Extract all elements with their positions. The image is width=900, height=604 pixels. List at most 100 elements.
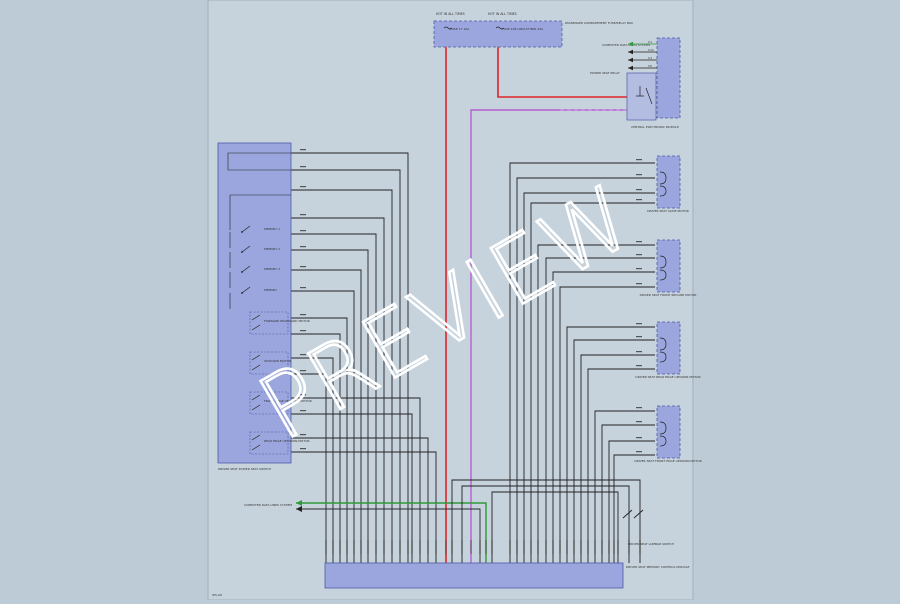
right-bundle-wire bbox=[608, 440, 655, 563]
bottom-pin-mark bbox=[509, 540, 511, 554]
memory-switch-blade bbox=[241, 286, 251, 294]
bottom-pin-mark bbox=[435, 540, 437, 554]
wire-tick bbox=[636, 174, 642, 176]
bottom-pin-mark bbox=[639, 540, 641, 554]
bottom-pin-mark bbox=[346, 540, 348, 554]
right-bundle-wire bbox=[580, 354, 655, 563]
wire-tick bbox=[636, 437, 642, 439]
bottom-pin-mark bbox=[485, 540, 487, 554]
wire-tick bbox=[300, 166, 306, 168]
wire-tick bbox=[636, 451, 642, 453]
switch-common-wire bbox=[229, 194, 291, 230]
wire-tick bbox=[636, 189, 642, 191]
bottom-pin-mark bbox=[445, 540, 447, 554]
wire-tick bbox=[300, 314, 306, 316]
right-bundle-wire bbox=[509, 162, 655, 563]
bottom-pin-mark bbox=[407, 540, 409, 554]
bottom-pin-mark bbox=[375, 540, 377, 554]
motor-switch-group-label: FRONT EDGE UP/DOWN MOTOR bbox=[264, 399, 312, 403]
lumbar-wire-3 bbox=[491, 491, 619, 563]
bottom-pin-mark bbox=[325, 540, 327, 554]
motor-switch-group-label: FORWARD REARWARD MOTOR bbox=[264, 319, 310, 323]
memory-switch-blade bbox=[241, 225, 251, 233]
bottom-pin-mark bbox=[587, 540, 589, 554]
cem-pin-label: C3 bbox=[648, 56, 652, 60]
bottom-pin-mark bbox=[530, 540, 532, 554]
left-bundle-wire bbox=[291, 233, 377, 563]
group-switch-blade bbox=[251, 324, 261, 331]
motor-switch-group bbox=[249, 351, 289, 375]
bottom-pin-mark bbox=[332, 540, 334, 554]
right-bundle-wire bbox=[559, 286, 655, 563]
right-bundle-wire bbox=[601, 424, 655, 563]
memory-switch-contact bbox=[241, 231, 243, 233]
fuse-symbol-2 bbox=[495, 26, 505, 30]
power-seat-relay bbox=[626, 72, 657, 121]
fuse-box-hot-label-1: HOT IN ALL TIMES bbox=[436, 12, 465, 16]
left-bundle-wire bbox=[291, 290, 355, 563]
motor-winding bbox=[659, 185, 667, 197]
left-bundle-wire bbox=[291, 169, 401, 563]
group-switch-blade bbox=[251, 354, 261, 361]
motor-winding bbox=[659, 351, 667, 363]
memory-switch-blade bbox=[241, 245, 251, 253]
motor-switch-group-label: UP/DOWN MOTOR bbox=[264, 359, 291, 363]
memory-switch-label: MEMORY bbox=[264, 288, 277, 292]
relay-coil bbox=[636, 86, 653, 105]
wire-tick bbox=[636, 323, 642, 325]
fuse-symbol-1 bbox=[443, 26, 453, 30]
bottom-pin-mark bbox=[573, 540, 575, 554]
bottom-pin-mark bbox=[353, 540, 355, 554]
black-wire-bundle bbox=[291, 152, 655, 563]
right-bundle-wire bbox=[530, 202, 655, 563]
memory-module-pins bbox=[325, 540, 641, 554]
lumbar-switch-blade bbox=[622, 509, 633, 519]
motor-switch-group bbox=[249, 311, 289, 335]
fuse-box-hot-label-2: HOT IN ALL TIMES bbox=[488, 12, 517, 16]
memory-switch-contact bbox=[241, 251, 243, 253]
bottom-pin-mark bbox=[566, 540, 568, 554]
group-switch-blade bbox=[251, 364, 261, 371]
cem-pin-arrow bbox=[628, 49, 633, 55]
bottom-pin-mark bbox=[451, 540, 453, 554]
seat-motor bbox=[656, 239, 681, 293]
bottom-pin-mark bbox=[491, 540, 493, 554]
wire-tick bbox=[300, 448, 306, 450]
seat-motor-label: DRIVER SEAT REAR EDGE UPDOWN MOTOR bbox=[635, 375, 700, 379]
motor-winding bbox=[659, 435, 667, 447]
motor-switch-group bbox=[249, 391, 289, 415]
data-wire-arrow-2 bbox=[296, 506, 302, 512]
cem-pin-arrow bbox=[628, 57, 633, 63]
wire-tick bbox=[636, 421, 642, 423]
bottom-pin-mark bbox=[628, 540, 630, 554]
seat-motor bbox=[656, 321, 681, 375]
data-wire-arrow-1 bbox=[296, 500, 302, 506]
bottom-pin-mark bbox=[367, 540, 369, 554]
bottom-pin-mark bbox=[383, 540, 385, 554]
wire-tick bbox=[636, 351, 642, 353]
fuse-box-name: PASSENGER COMPARTMENT FUSE/RELAY BOX bbox=[565, 21, 633, 25]
cem-pin-arrow bbox=[628, 65, 633, 71]
wire-tick bbox=[636, 407, 642, 409]
right-bundle-wire bbox=[594, 410, 655, 563]
seat-motor-label: DRIVER SEAT SLIDE MOTOR bbox=[647, 209, 689, 213]
wire-tick bbox=[300, 370, 306, 372]
motor-winding bbox=[659, 269, 667, 281]
wire-tick bbox=[636, 283, 642, 285]
wire-tick bbox=[636, 268, 642, 270]
bottom-pin-mark bbox=[479, 540, 481, 554]
memory-switch-blade bbox=[241, 265, 251, 273]
red-power-wire-2 bbox=[497, 46, 627, 98]
fuse-box bbox=[433, 20, 563, 48]
bottom-pin-mark bbox=[461, 540, 463, 554]
group-switch-blade bbox=[251, 314, 261, 321]
wire-tick bbox=[636, 159, 642, 161]
wire-tick bbox=[300, 186, 306, 188]
bottom-pin-mark bbox=[580, 540, 582, 554]
motor-winding bbox=[659, 421, 667, 435]
